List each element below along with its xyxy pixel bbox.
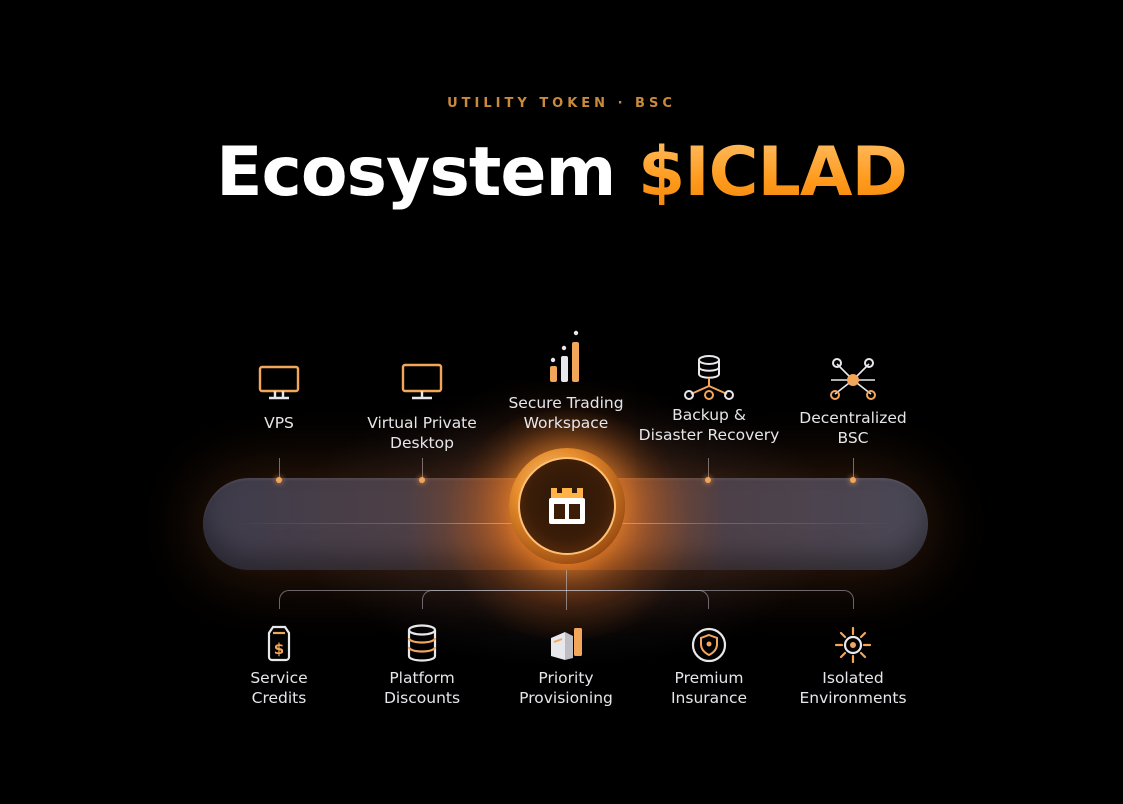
feature-decentralized: Decentralized BSC [773,356,933,448]
bar-chart-icon [550,330,579,382]
benefit-service-credits: $ Service Credits [199,623,359,708]
title-white: Ecosystem [216,133,616,212]
rail-dot-2 [419,477,425,483]
shield-badge-icon [691,627,727,663]
benefit-premium-insurance: Premium Insurance [629,626,789,708]
benefit-premium-insurance-label-2: Insurance [670,688,748,707]
benefit-isolated-environments-label-1: Isolated [822,669,884,687]
feature-vps: VPS [199,364,359,434]
sun-icon [834,626,872,664]
feature-trading-label-1: Secure Trading [508,394,624,412]
top-stem-5 [853,458,854,480]
top-stem-4 [708,458,709,480]
page-title: Ecosystem $ICLAD [0,128,1123,218]
bottom-bracket-left-outer [279,590,567,609]
rail-dot-1 [276,477,282,483]
bottom-bracket-right-outer [566,590,854,609]
benefit-platform-discounts-label-2: Discounts [383,688,461,707]
feature-decentralized-label-1: Decentralized [799,409,907,427]
cube-priority-icon [551,628,582,660]
rail-dot-4 [705,477,711,483]
rail-dot-5 [850,477,856,483]
dollar-tag-icon: $ [267,625,291,662]
database-stack-icon [407,624,437,662]
database-network-icon [684,355,734,400]
feature-decentralized-label-2: BSC [837,428,869,447]
benefit-isolated-environments: Isolated Environments [773,625,933,708]
feature-vpd-label-2: Desktop [390,433,454,452]
bottom-bracket-left-inner [422,590,567,609]
benefit-priority-provisioning: Priority Provisioning [486,624,646,708]
feature-vpd-label-1: Virtual Private [367,414,477,432]
feature-backup-label-2: Disaster Recovery [638,425,780,444]
benefit-priority-provisioning-label-1: Priority [538,669,594,687]
top-stem-1 [279,458,280,480]
monitor-icon [258,365,300,400]
benefit-service-credits-label-1: Service [250,669,308,687]
desktop-icon [401,363,443,400]
benefit-premium-insurance-label-1: Premium [674,669,744,687]
svg-text:$: $ [274,640,284,658]
benefit-isolated-environments-label-2: Environments [799,688,907,707]
benefit-platform-discounts: Platform Discounts [342,624,502,708]
feature-vpd: Virtual Private Desktop [342,362,502,453]
top-stem-2 [422,458,423,480]
castle-token-icon [549,488,585,524]
feature-trading: Secure Trading Workspace [486,328,646,433]
feature-vps-label: VPS [264,414,294,432]
eyebrow-label: UTILITY TOKEN · BSC [447,96,676,111]
benefit-priority-provisioning-label-2: Provisioning [519,688,613,707]
feature-backup-label-1: Backup & [672,406,746,424]
network-nodes-icon [830,358,876,400]
benefit-service-credits-label-2: Credits [251,688,307,707]
benefit-platform-discounts-label-1: Platform [389,669,455,687]
title-accent: $ICLAD [638,133,908,212]
feature-trading-label-2: Workspace [523,413,609,432]
feature-backup: Backup & Disaster Recovery [629,354,789,445]
